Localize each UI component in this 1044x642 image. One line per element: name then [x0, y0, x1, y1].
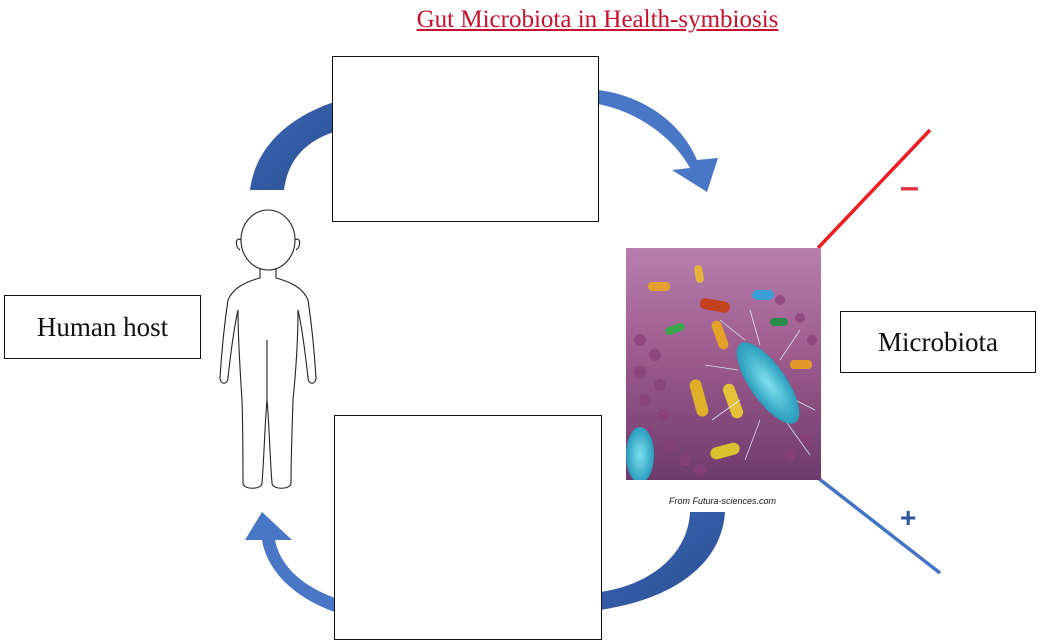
human-host-label: Human host [4, 295, 201, 359]
human-host-text: Human host [36, 311, 169, 342]
image-credit: From Futura-sciences.com [668, 496, 777, 506]
arc-arrow-top-right [598, 90, 718, 192]
positive-line [816, 476, 942, 575]
arc-arrow-top-left [250, 100, 340, 190]
top-box[interactable] [332, 56, 599, 222]
human-silhouette-icon [219, 209, 317, 489]
positive-sign: + [900, 502, 917, 533]
arc-arrow-bottom-left [245, 512, 335, 612]
negative-sign: – [900, 168, 919, 206]
microbiota-label: Microbiota [840, 311, 1036, 373]
arc-arrow-bottom-right [600, 512, 725, 610]
negative-line [816, 128, 932, 250]
diagram-title: Gut Microbiota in Health-symbiosis [416, 6, 779, 33]
bacteria-illustration [626, 248, 821, 480]
bottom-box[interactable] [334, 415, 602, 640]
microbiota-text: Microbiota [878, 326, 998, 357]
